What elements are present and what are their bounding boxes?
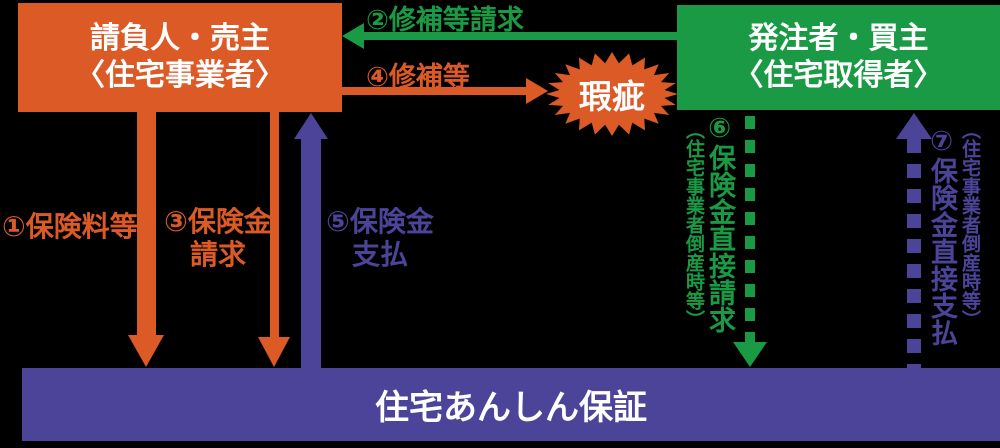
buyer-box: 発注者・買主 〈住宅取得者〉	[677, 5, 1000, 110]
direct-payment-arrow-dashes	[907, 139, 921, 368]
direct-payment-note: （住宅事業者倒産時等）	[959, 120, 981, 329]
claim-label-line1: ③保険金	[164, 205, 272, 238]
claim-arrow-shaft	[270, 112, 279, 337]
defect-burst: 瑕疵	[542, 49, 682, 139]
payment-arrow-shaft	[301, 139, 321, 368]
premium-arrowhead-icon	[128, 335, 164, 367]
direct-payment-label: ⑦保険金直接支払	[926, 126, 957, 346]
premium-arrow-shaft	[137, 112, 156, 335]
defect-burst-polygon	[546, 52, 678, 136]
direct-claim-label: ⑥保険金直接請求	[704, 113, 735, 333]
payment-label-line2: 支払	[351, 238, 408, 272]
repair-label: ④修補等	[366, 62, 470, 93]
claim-label-line2: 請求	[189, 238, 246, 272]
guarantee-bar-label: 住宅あんしん保証	[375, 388, 647, 428]
direct-claim-note: （住宅事業者倒産時等）	[683, 120, 705, 329]
payment-label: ⑤保険金 支払	[322, 205, 438, 271]
repair-arrow-shaft	[342, 87, 526, 95]
repair-request-label: ②修補等請求	[366, 5, 524, 36]
payment-arrowhead-icon	[294, 113, 328, 139]
defect-label: 瑕疵	[579, 77, 645, 116]
repair-request-arrow-shaft	[364, 32, 677, 40]
buyer-label-line2: 〈住宅取得者〉	[733, 57, 944, 93]
contractor-label-line1: 請負人・売主	[90, 20, 270, 56]
direct-claim-arrow-dashes	[745, 116, 755, 342]
premium-label: ①保険料等	[2, 210, 138, 243]
contractor-box: 請負人・売主 〈住宅事業者〉	[18, 3, 342, 112]
claim-label: ③保険金 請求	[160, 205, 276, 271]
claim-arrowhead-icon	[258, 337, 290, 367]
repair-arrowhead-icon	[526, 78, 548, 104]
buyer-label-line1: 発注者・買主	[748, 20, 929, 56]
repair-request-arrowhead-icon	[342, 23, 364, 49]
payment-label-line1: ⑤保険金	[326, 205, 434, 238]
defect-burst-icon	[546, 52, 678, 136]
contractor-label-line2: 〈住宅事業者〉	[75, 57, 285, 93]
direct-payment-arrowhead-icon	[896, 113, 932, 139]
direct-claim-arrowhead-icon	[733, 342, 767, 367]
guarantee-bar: 住宅あんしん保証	[22, 368, 1000, 441]
